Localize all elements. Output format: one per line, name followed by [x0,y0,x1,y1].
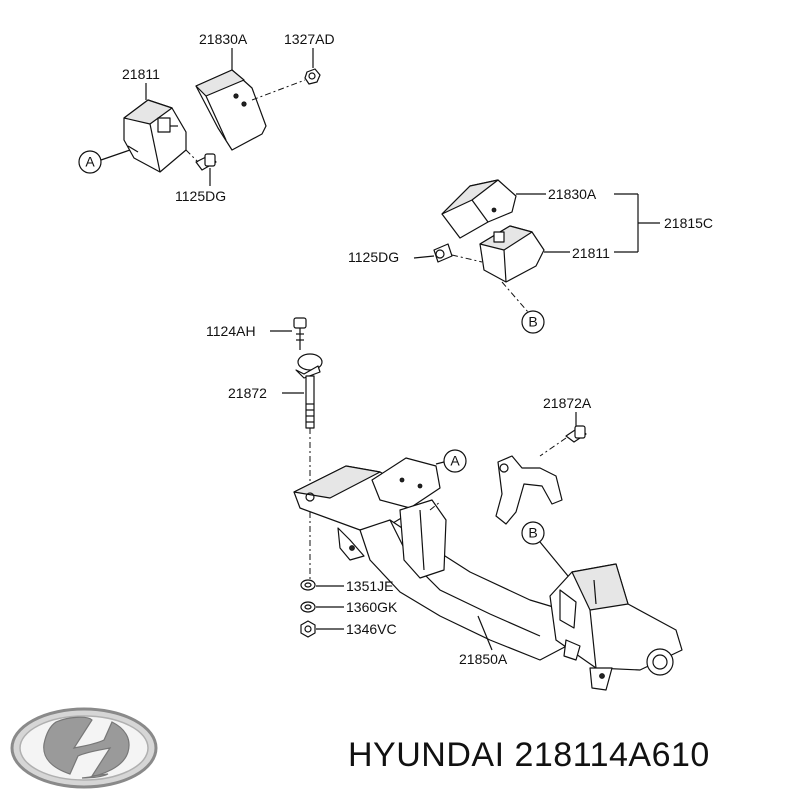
bolt-21872A [565,425,587,443]
label-right-assembly: 21815C [664,215,713,231]
callout-b-top [521,310,545,334]
label-top-mount: 21811 [122,66,160,82]
nut-1327AD [304,68,321,85]
callout-a-top [78,150,102,174]
hyundai-logo [10,707,158,789]
callout-b-beam [521,521,545,545]
part-number-caption: HYUNDAI 218114A610 [348,736,710,774]
bolt-1124AH [293,317,307,350]
label-right-mount: 21811 [572,245,610,261]
bolt-21872 [295,353,323,429]
label-bolt-top: 1124AH [206,323,256,339]
label-washer: 1351JE [346,578,393,594]
callout-a-beam [443,449,467,473]
label-right-bolt: 1125DG [348,249,399,265]
assembly-bracket-line [614,193,660,253]
stabilizer-bracket [495,455,563,525]
label-long-bolt: 21872 [228,385,267,401]
label-crossmember: 21850A [459,651,508,667]
bracket-21830A-top [195,69,267,151]
callout-a-top-text: A [85,154,95,170]
nut-1346VC [300,620,316,638]
label-spring-washer: 1360GK [346,599,398,615]
washer-1351JE [300,579,316,591]
crossmember-21850A [293,457,683,691]
bolt-1125DG-right [433,243,453,263]
label-right-bracket: 21830A [548,186,597,202]
mount-21811-top [123,99,187,173]
label-small-bolt: 21872A [543,395,592,411]
label-top-bracket: 21830A [199,31,248,47]
mount-21811-right [479,225,545,283]
label-top-bolt: 1125DG [175,188,226,204]
label-top-nut: 1327AD [284,31,335,47]
callout-b-beam-text: B [528,525,537,541]
callout-a-beam-text: A [450,453,460,469]
bolt-1125DG-top [195,153,217,171]
spring-washer-1360GK [300,601,316,613]
callout-b-top-text: B [528,314,537,330]
bracket-21830A-right [441,179,517,239]
label-nut: 1346VC [346,621,397,637]
